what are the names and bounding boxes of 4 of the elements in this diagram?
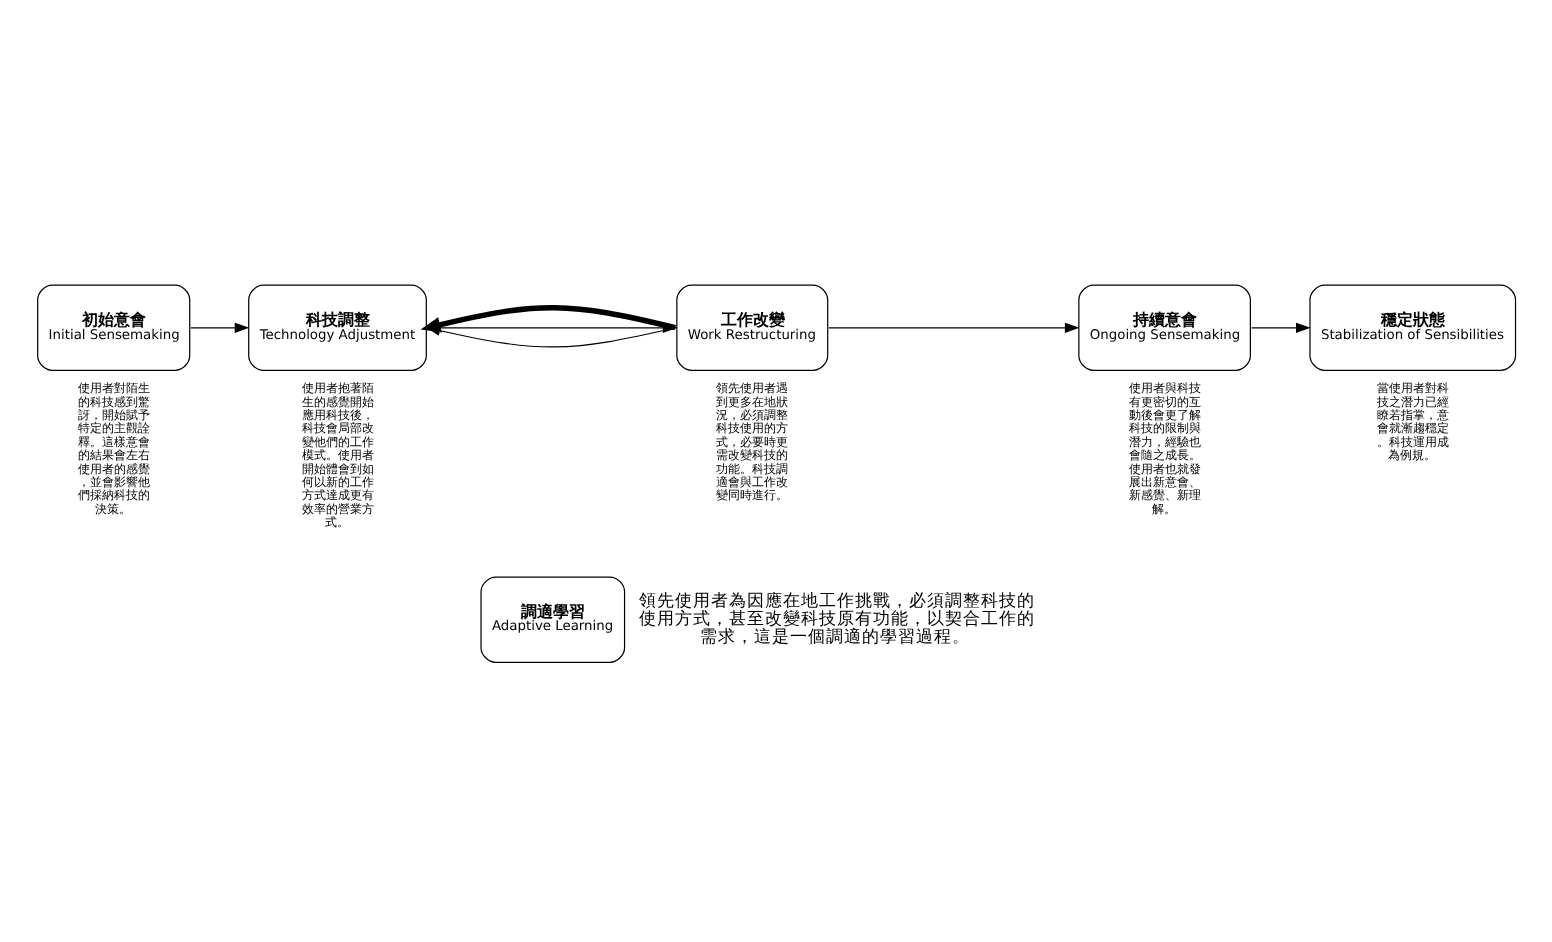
arrow [190, 322, 250, 333]
arrow [828, 322, 1080, 333]
node-label: 領先使用者為因應在地工作挑戰，必須調整科技的使用方式，甚至改變科技原有功能，以契合工作的需求，這是一個調適的學習過程。 [639, 591, 1036, 649]
arrow [1251, 322, 1311, 333]
